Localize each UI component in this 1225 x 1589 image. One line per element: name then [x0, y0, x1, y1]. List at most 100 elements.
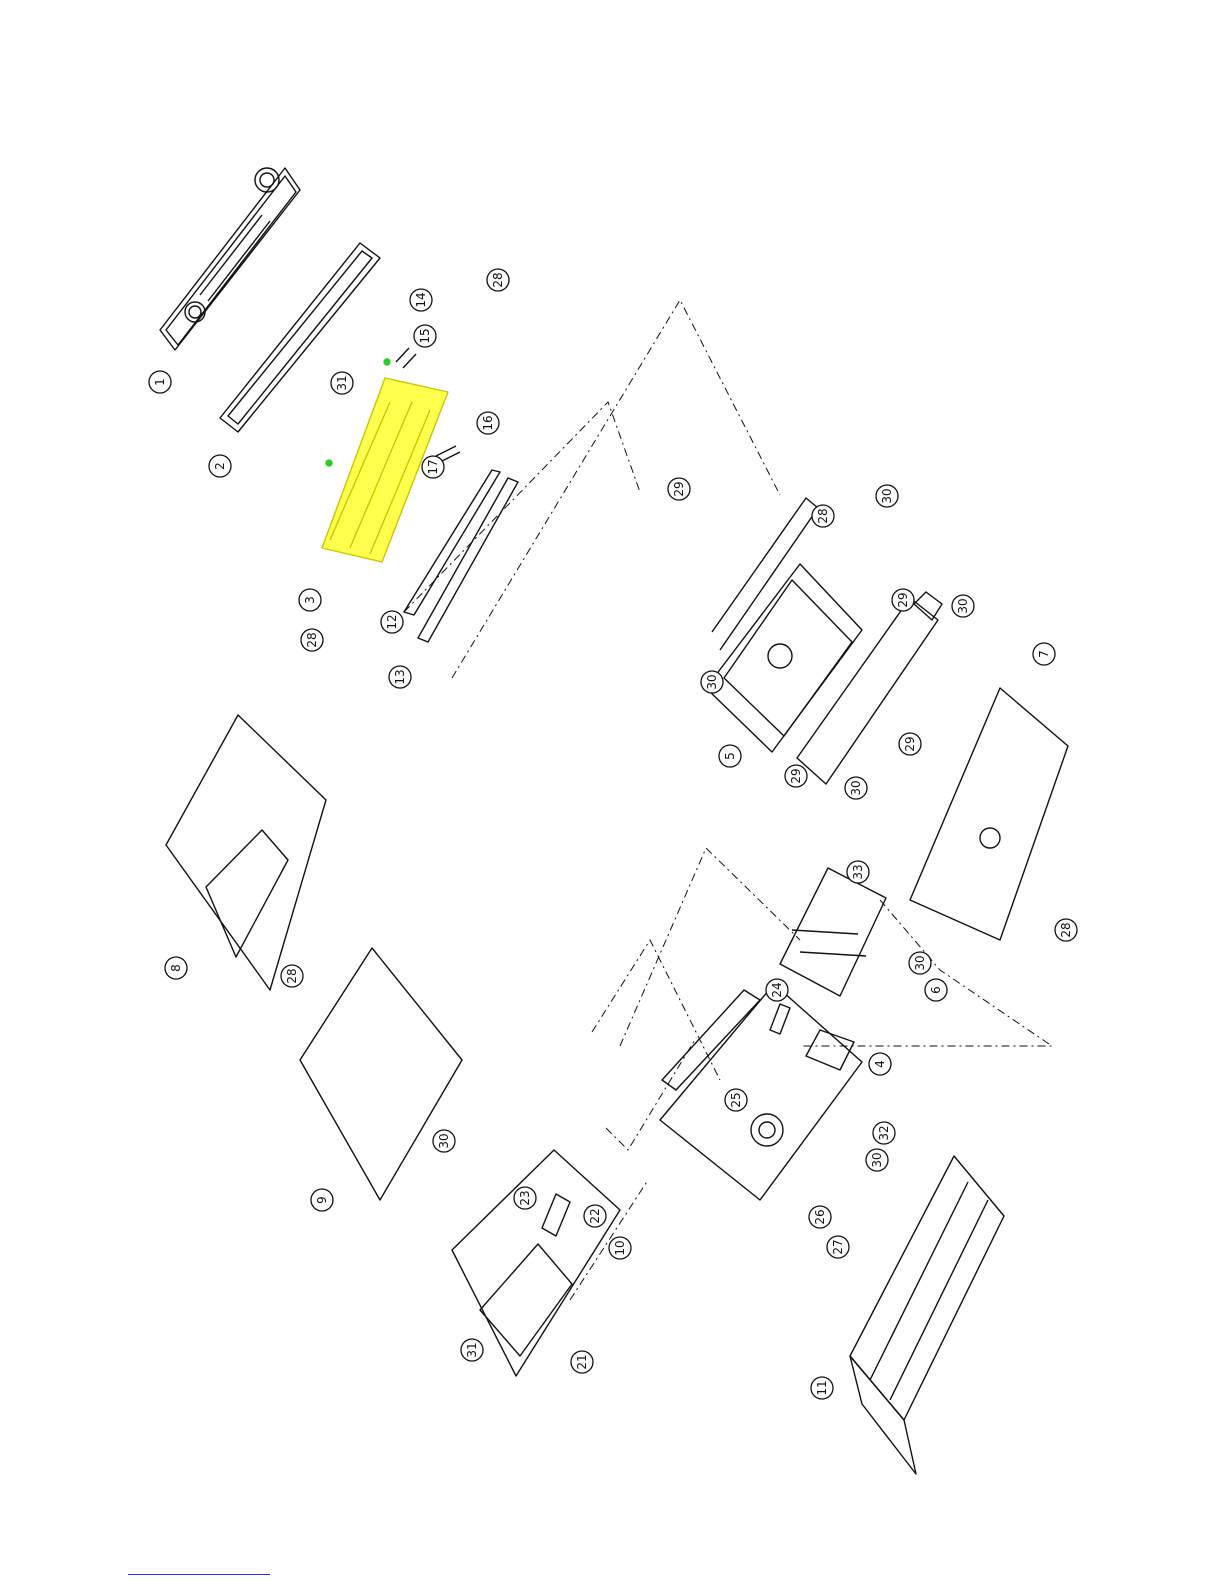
part-24-clip — [770, 1004, 790, 1034]
callout-number: 33 — [851, 864, 865, 879]
callout-c11: 11 — [811, 1377, 833, 1399]
callout-c7: 7 — [1033, 643, 1055, 665]
callout-number: 30 — [849, 780, 863, 795]
callout-c21: 21 — [571, 1351, 593, 1373]
callout-c29c: 29 — [899, 733, 921, 755]
part-cd-mechanism — [706, 498, 862, 752]
callout-c4: 4 — [869, 1053, 891, 1075]
assembly-lines — [404, 300, 1052, 1300]
callout-number: 27 — [831, 1239, 845, 1254]
callout-number: 28 — [305, 632, 319, 647]
callout-c30d: 30 — [952, 595, 974, 617]
callout-c30c: 30 — [876, 485, 898, 507]
callout-number: 16 — [481, 415, 495, 430]
callout-number: 31 — [465, 1342, 479, 1357]
part-cage — [850, 1156, 1004, 1474]
callout-c28e: 28 — [281, 965, 303, 987]
callout-number: 17 — [426, 459, 440, 474]
callout-number: 15 — [418, 328, 432, 343]
callout-number: 29 — [903, 736, 917, 751]
callout-number: 12 — [385, 614, 399, 629]
part-rails — [404, 470, 518, 642]
callout-number: 6 — [929, 986, 943, 994]
callout-c22: 22 — [584, 1205, 606, 1227]
callout-number: 9 — [315, 1196, 329, 1204]
callout-c32: 32 — [873, 1122, 895, 1144]
callout-number: 24 — [770, 982, 784, 997]
callout-number: 29 — [896, 592, 910, 607]
callout-number: 25 — [729, 1092, 743, 1107]
callout-number: 23 — [518, 1190, 532, 1205]
callout-number: 7 — [1037, 650, 1051, 658]
callout-c28a: 28 — [487, 269, 509, 291]
callout-number: 4 — [873, 1060, 887, 1068]
callout-number: 30 — [705, 674, 719, 689]
callout-c17: 17 — [422, 456, 444, 478]
callout-number: 32 — [877, 1125, 891, 1140]
callout-c2: 2 — [209, 455, 231, 477]
callout-number: 5 — [723, 752, 737, 760]
callout-number: 31 — [335, 375, 349, 390]
callout-c29a: 29 — [668, 478, 690, 500]
part-main-chassis — [660, 984, 862, 1200]
callout-number: 30 — [956, 598, 970, 613]
callout-c1: 1 — [149, 371, 171, 393]
part-bracket-assembly — [780, 868, 886, 996]
callout-c27: 27 — [827, 1236, 849, 1258]
callout-number: 1 — [153, 378, 167, 386]
callout-number: 13 — [393, 669, 407, 684]
callout-c26: 26 — [809, 1206, 831, 1228]
callout-c25: 25 — [725, 1089, 747, 1111]
callout-c8: 8 — [165, 957, 187, 979]
callout-number: 14 — [414, 292, 428, 307]
part-4-block — [806, 1030, 854, 1070]
callout-number: 21 — [575, 1354, 589, 1369]
callout-c5: 5 — [719, 745, 741, 767]
callout-c6: 6 — [925, 979, 947, 1001]
callout-c31a: 31 — [331, 372, 353, 394]
callout-c30g: 30 — [866, 1149, 888, 1171]
callout-c23: 23 — [514, 1187, 536, 1209]
callout-c29b: 29 — [892, 589, 914, 611]
callout-number: 10 — [613, 1240, 627, 1255]
callout-c30a: 30 — [433, 1130, 455, 1152]
part-bottom-cover — [300, 948, 462, 1200]
callout-c30b: 30 — [701, 671, 723, 693]
callout-number: 28 — [491, 272, 505, 287]
part-front-panel — [160, 168, 300, 350]
callout-c10: 10 — [609, 1237, 631, 1259]
part-frame — [220, 243, 380, 432]
callout-c3: 3 — [299, 589, 321, 611]
callout-c16: 16 — [477, 412, 499, 434]
callout-c12: 12 — [381, 611, 403, 633]
callout-number: 30 — [880, 488, 894, 503]
callout-number: 2 — [213, 462, 227, 470]
callout-number: 28 — [1059, 922, 1073, 937]
callout-number: 28 — [285, 968, 299, 983]
callout-number: 8 — [169, 964, 183, 972]
callout-c31b: 31 — [461, 1339, 483, 1361]
part-side-cover — [910, 688, 1068, 940]
part-top-cover — [166, 715, 326, 990]
callout-number: 26 — [813, 1209, 827, 1224]
callout-c28d: 28 — [1055, 919, 1077, 941]
callout-number: 30 — [870, 1152, 884, 1167]
callout-number: 30 — [437, 1133, 451, 1148]
callout-number: 22 — [588, 1208, 602, 1223]
callout-c30f: 30 — [909, 952, 931, 974]
footer-link-underline[interactable] — [128, 1574, 270, 1575]
callout-number: 28 — [816, 508, 830, 523]
callout-c24: 24 — [766, 979, 788, 1001]
callout-c28b: 28 — [301, 629, 323, 651]
callout-number: 3 — [303, 596, 317, 604]
callout-c28c: 28 — [812, 505, 834, 527]
callout-c9: 9 — [311, 1189, 333, 1211]
callout-number: 11 — [815, 1380, 829, 1395]
callout-c14: 14 — [410, 289, 432, 311]
callout-c33: 33 — [847, 861, 869, 883]
callout-number: 29 — [789, 768, 803, 783]
callout-c29d: 29 — [785, 765, 807, 787]
callout-c15: 15 — [414, 325, 436, 347]
